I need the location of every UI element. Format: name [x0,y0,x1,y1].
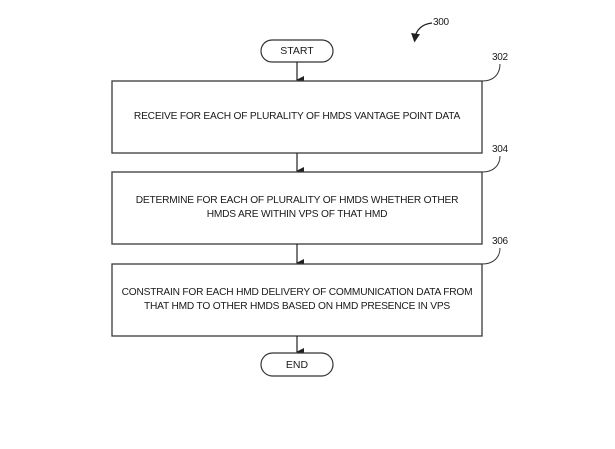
step-306-ref: 306 [492,236,508,247]
step-302-text: RECEIVE FOR EACH OF PLURALITY OF HMDS VA… [133,111,461,122]
ref-306-leader [481,247,501,265]
step-304-box [111,171,483,245]
figure-reference-number: 300 [433,17,449,28]
step-302-ref: 302 [492,52,508,63]
end-label: END [285,358,309,371]
step-304-text: DETERMINE FOR EACH OF PLURALITY OF HMDS … [135,195,459,220]
step-302-box [111,80,483,154]
step-304-ref: 304 [492,144,508,155]
ref-302-leader [481,63,501,82]
start-label: START [280,45,314,57]
ref-304-leader [481,155,501,173]
figure-reference-arrow [411,22,433,43]
step-306-text: CONSTRAIN FOR EACH HMD DELIVERY OF COMMU… [121,287,473,312]
end-terminal-shape [260,352,334,377]
